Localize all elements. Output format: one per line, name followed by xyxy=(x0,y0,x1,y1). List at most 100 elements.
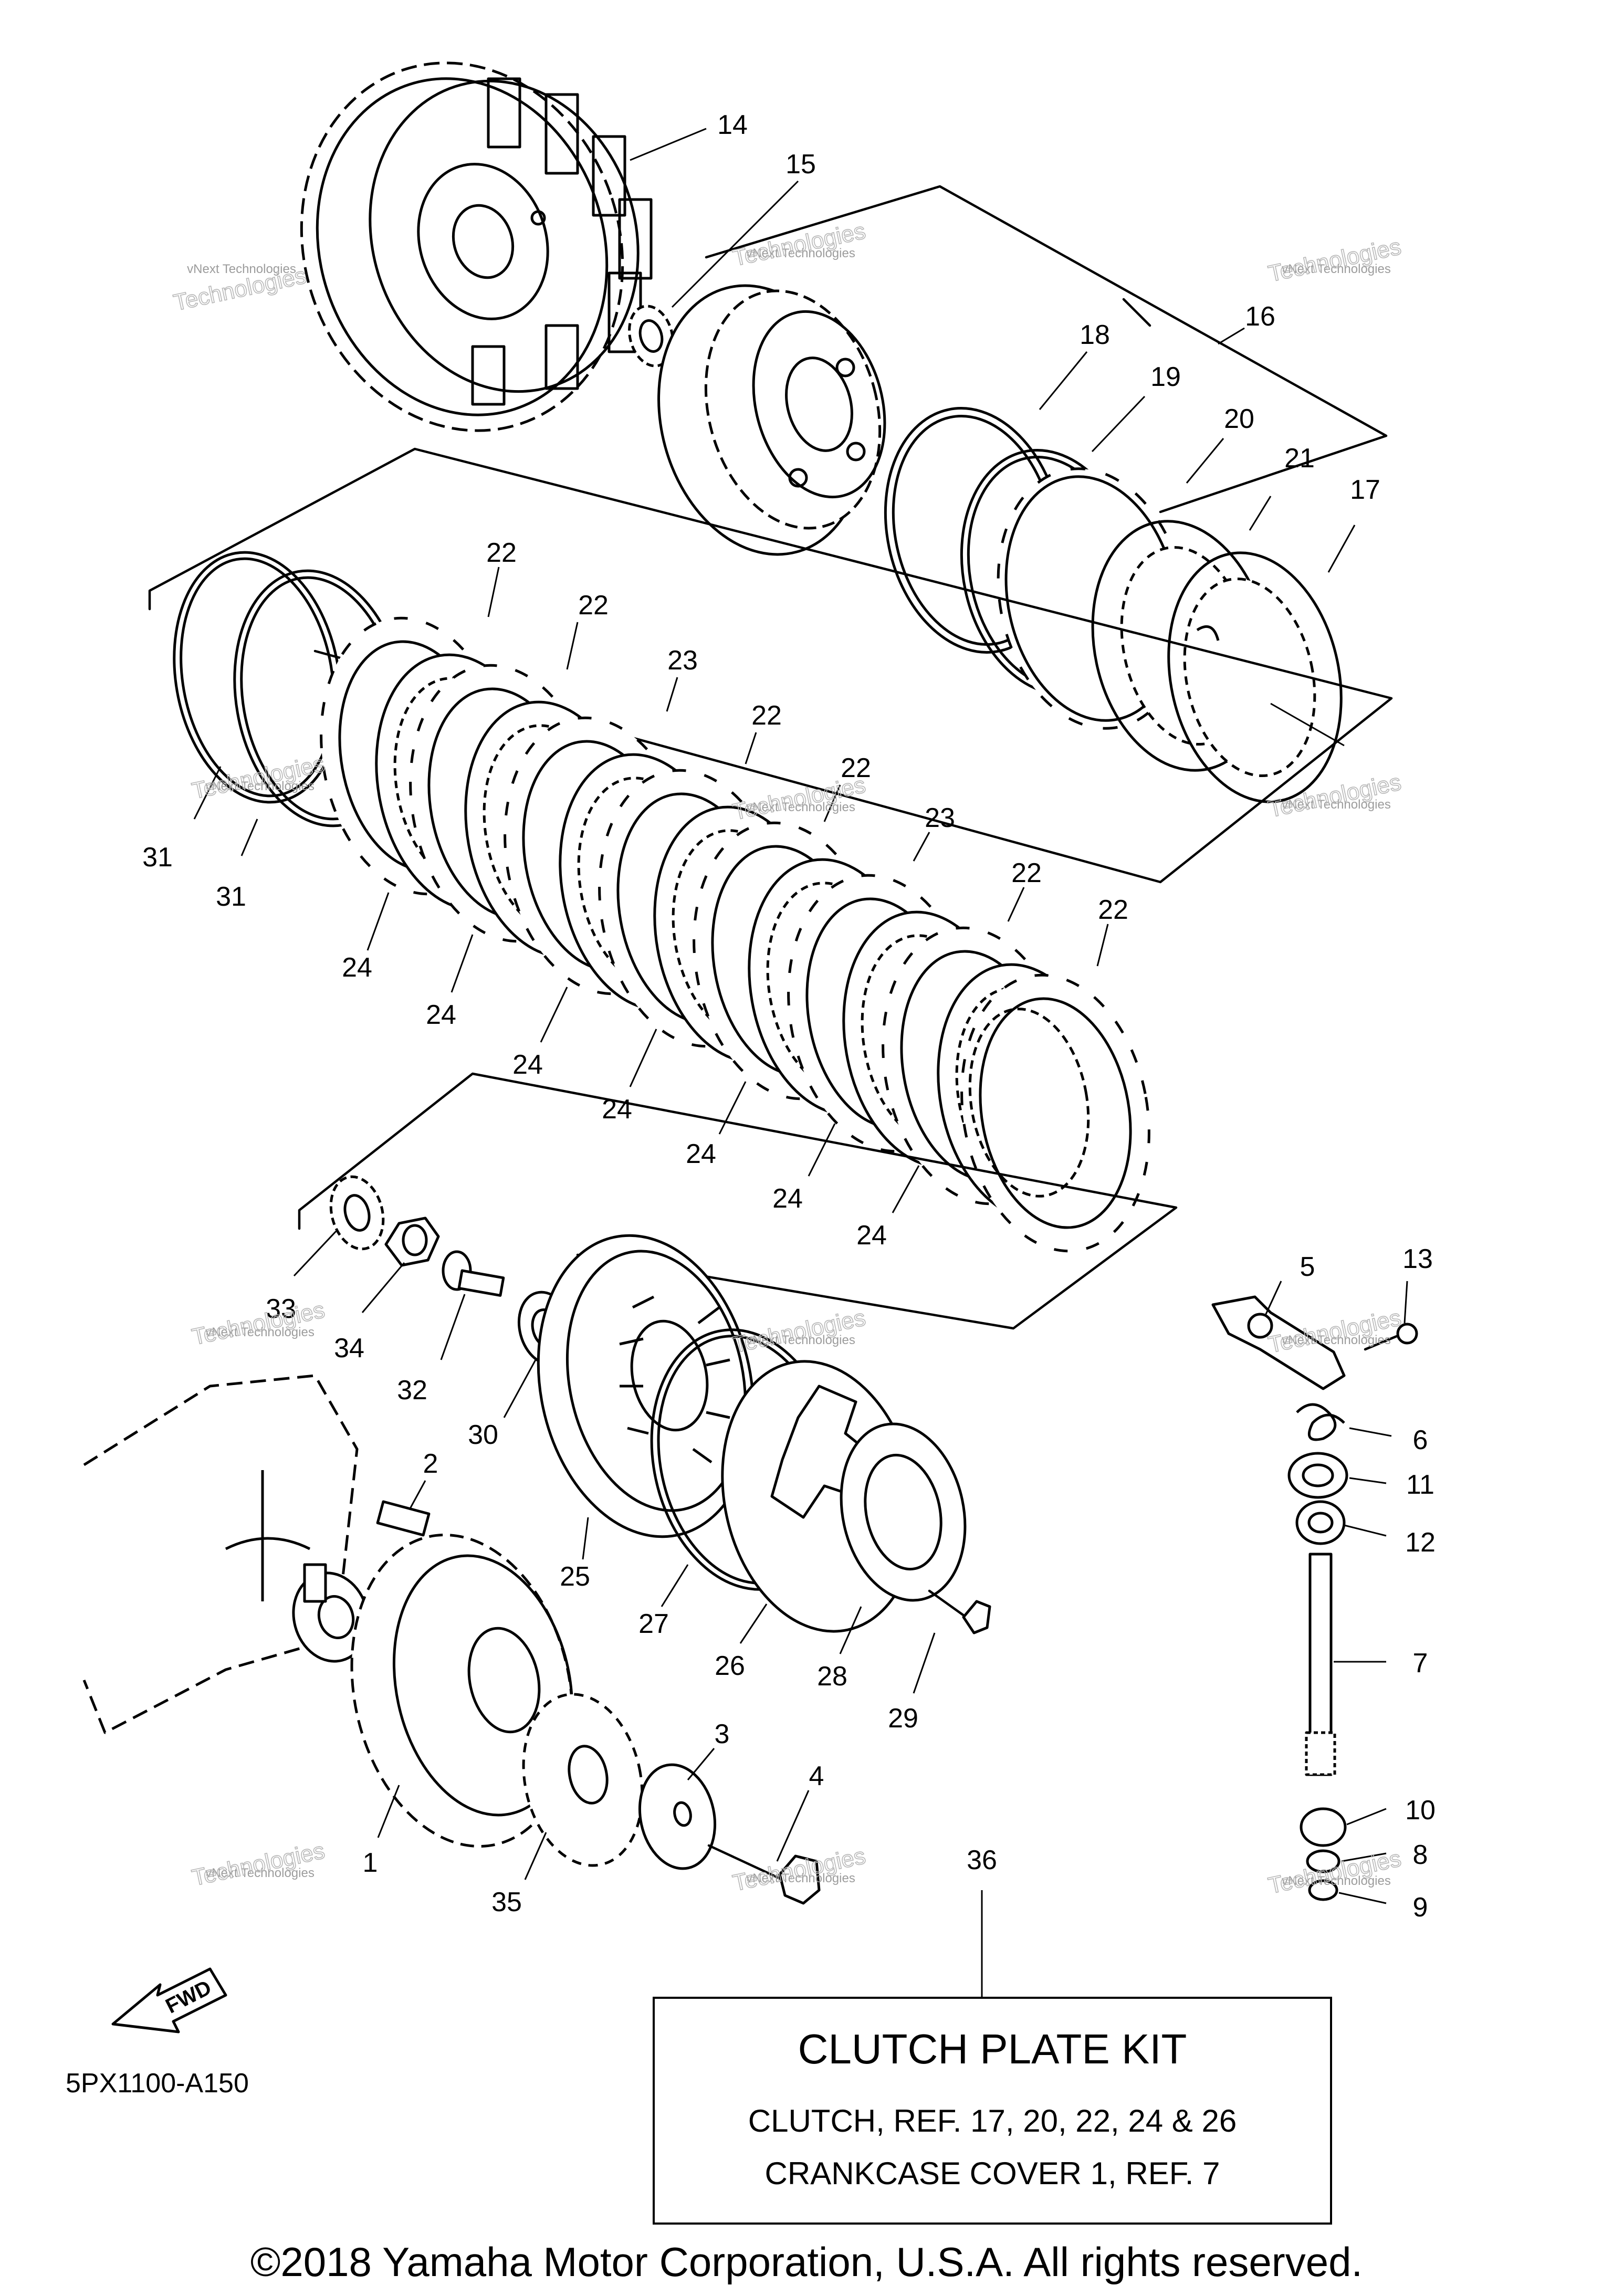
svg-text:vNext Technologies: vNext Technologies xyxy=(746,1871,855,1885)
part-2-key xyxy=(376,1500,431,1537)
callout-25: 25 xyxy=(560,1561,590,1592)
part-33-lock-washer xyxy=(329,1175,385,1251)
svg-text:vNext Technologies: vNext Technologies xyxy=(205,1866,315,1880)
callout-29: 29 xyxy=(888,1703,918,1734)
kit-box-title: CLUTCH PLATE KIT xyxy=(798,2026,1187,2072)
callout-11: 11 xyxy=(1406,1470,1434,1500)
callout-24-g: 24 xyxy=(856,1220,887,1251)
part-10-bearing xyxy=(1300,1807,1347,1847)
part-35-rotor xyxy=(522,1693,644,1867)
svg-text:Technologies: Technologies xyxy=(190,1838,327,1891)
callout-22-d: 22 xyxy=(841,753,871,783)
svg-text:vNext Technologies: vNext Technologies xyxy=(1282,262,1391,276)
callout-28: 28 xyxy=(817,1661,847,1692)
callout-9: 9 xyxy=(1413,1892,1428,1923)
callout-22-b: 22 xyxy=(578,590,609,621)
callout-12: 12 xyxy=(1405,1527,1436,1558)
callout-24-c: 24 xyxy=(512,1050,543,1080)
callout-22-c: 22 xyxy=(751,700,782,731)
part-14-clutch-housing xyxy=(300,61,653,432)
callout-14: 14 xyxy=(717,110,748,140)
svg-text:Technologies: Technologies xyxy=(730,1305,867,1358)
callout-31-a: 31 xyxy=(142,842,173,873)
part-34-nut xyxy=(384,1217,440,1267)
callout-24-e: 24 xyxy=(686,1139,716,1169)
callout-22-a: 22 xyxy=(486,538,517,568)
callout-20: 20 xyxy=(1224,404,1254,434)
friction-plate-8 xyxy=(960,973,1150,1253)
clutch-plate-kit-box: CLUTCH PLATE KIT CLUTCH, REF. 17, 20, 22… xyxy=(653,1997,1332,2225)
group-bracket-plate-stack xyxy=(148,447,1393,884)
svg-text:vNext Technologies: vNext Technologies xyxy=(1282,798,1391,812)
part-12-bearing xyxy=(1295,1500,1346,1545)
callout-35: 35 xyxy=(491,1887,522,1917)
callout-27: 27 xyxy=(638,1609,669,1639)
svg-text:Technologies: Technologies xyxy=(730,218,867,271)
callout-36: 36 xyxy=(967,1845,997,1875)
leader-lines xyxy=(193,128,1408,1998)
part-28-plate xyxy=(840,1422,967,1602)
callout-23-b: 23 xyxy=(925,803,955,833)
copyright-notice: ©2018 Yamaha Motor Corporation, U.S.A. A… xyxy=(250,2239,1363,2285)
part-13-bolt xyxy=(1364,1323,1418,1351)
svg-text:Technologies: Technologies xyxy=(1266,1305,1403,1358)
callout-13: 13 xyxy=(1402,1244,1433,1274)
svg-text:vNext Technologies: vNext Technologies xyxy=(746,800,855,814)
part-7-shaft xyxy=(1305,1553,1336,1776)
diagram-part-number: 5PX1100-A150 xyxy=(66,2068,249,2099)
svg-text:vNext Technologies: vNext Technologies xyxy=(746,246,855,260)
crankcase-cover xyxy=(82,1374,370,1734)
callout-32: 32 xyxy=(397,1375,427,1406)
callout-labels: 14 15 16 17 18 19 20 21 22 22 23 22 22 2… xyxy=(142,110,1436,1923)
callout-22-f: 22 xyxy=(1098,895,1128,925)
callout-24-d: 24 xyxy=(602,1094,632,1125)
callout-6: 6 xyxy=(1413,1425,1428,1455)
svg-text:Technologies: Technologies xyxy=(1266,234,1403,287)
part-15-lock-washer xyxy=(628,305,674,368)
callout-34: 34 xyxy=(334,1333,364,1364)
callout-17: 17 xyxy=(1350,475,1380,505)
part-1-drive-gear xyxy=(350,1533,574,1848)
callout-10: 10 xyxy=(1405,1795,1436,1826)
callout-24-f: 24 xyxy=(772,1183,803,1214)
svg-text:Technologies: Technologies xyxy=(190,1297,327,1350)
callout-30: 30 xyxy=(468,1420,498,1450)
callout-22-e: 22 xyxy=(1011,858,1042,888)
svg-text:vNext Technologies: vNext Technologies xyxy=(1282,1874,1391,1888)
callout-15: 15 xyxy=(785,149,816,180)
part-8-washer xyxy=(1306,1849,1340,1873)
svg-text:vNext Technologies: vNext Technologies xyxy=(1282,1333,1391,1347)
part-29-bolt xyxy=(928,1589,991,1634)
callout-19: 19 xyxy=(1150,362,1181,392)
part-5-clutch-lever xyxy=(1211,1295,1346,1390)
part-32-push-rod xyxy=(442,1250,505,1297)
callout-23-a: 23 xyxy=(667,645,698,676)
callout-4: 4 xyxy=(809,1761,824,1791)
callout-31-b: 31 xyxy=(216,882,246,912)
callout-3: 3 xyxy=(715,1719,730,1749)
fwd-arrow-icon: FWD xyxy=(111,1967,227,2033)
part-9-circlip xyxy=(1308,1879,1338,1901)
kit-box-line-2: CRANKCASE COVER 1, REF. 7 xyxy=(765,2156,1220,2191)
part-6-spring xyxy=(1296,1403,1345,1441)
svg-text:vNext Technologies: vNext Technologies xyxy=(187,262,296,276)
callout-5: 5 xyxy=(1300,1252,1315,1282)
kit-box-line-1: CLUTCH, REF. 17, 20, 22, 24 & 26 xyxy=(748,2103,1237,2138)
svg-text:vNext Technologies: vNext Technologies xyxy=(205,779,315,793)
callout-21: 21 xyxy=(1284,443,1315,474)
part-11-oil-seal xyxy=(1287,1452,1348,1499)
part-4-bolt xyxy=(707,1844,821,1905)
clutch-boss xyxy=(657,284,886,556)
svg-text:Technologies: Technologies xyxy=(1266,769,1403,822)
svg-text:vNext Technologies: vNext Technologies xyxy=(746,1333,855,1347)
callout-8: 8 xyxy=(1413,1840,1428,1870)
callout-1: 1 xyxy=(363,1848,378,1878)
part-3-washer xyxy=(638,1763,717,1870)
callout-26: 26 xyxy=(715,1651,745,1681)
callout-24-a: 24 xyxy=(342,952,372,983)
part-17-clutch-plate xyxy=(1167,551,1343,803)
callout-2: 2 xyxy=(423,1449,438,1479)
callout-18: 18 xyxy=(1080,320,1110,350)
svg-text:vNext Technologies: vNext Technologies xyxy=(205,1325,315,1339)
group-bracket-16-17 xyxy=(705,185,1388,513)
